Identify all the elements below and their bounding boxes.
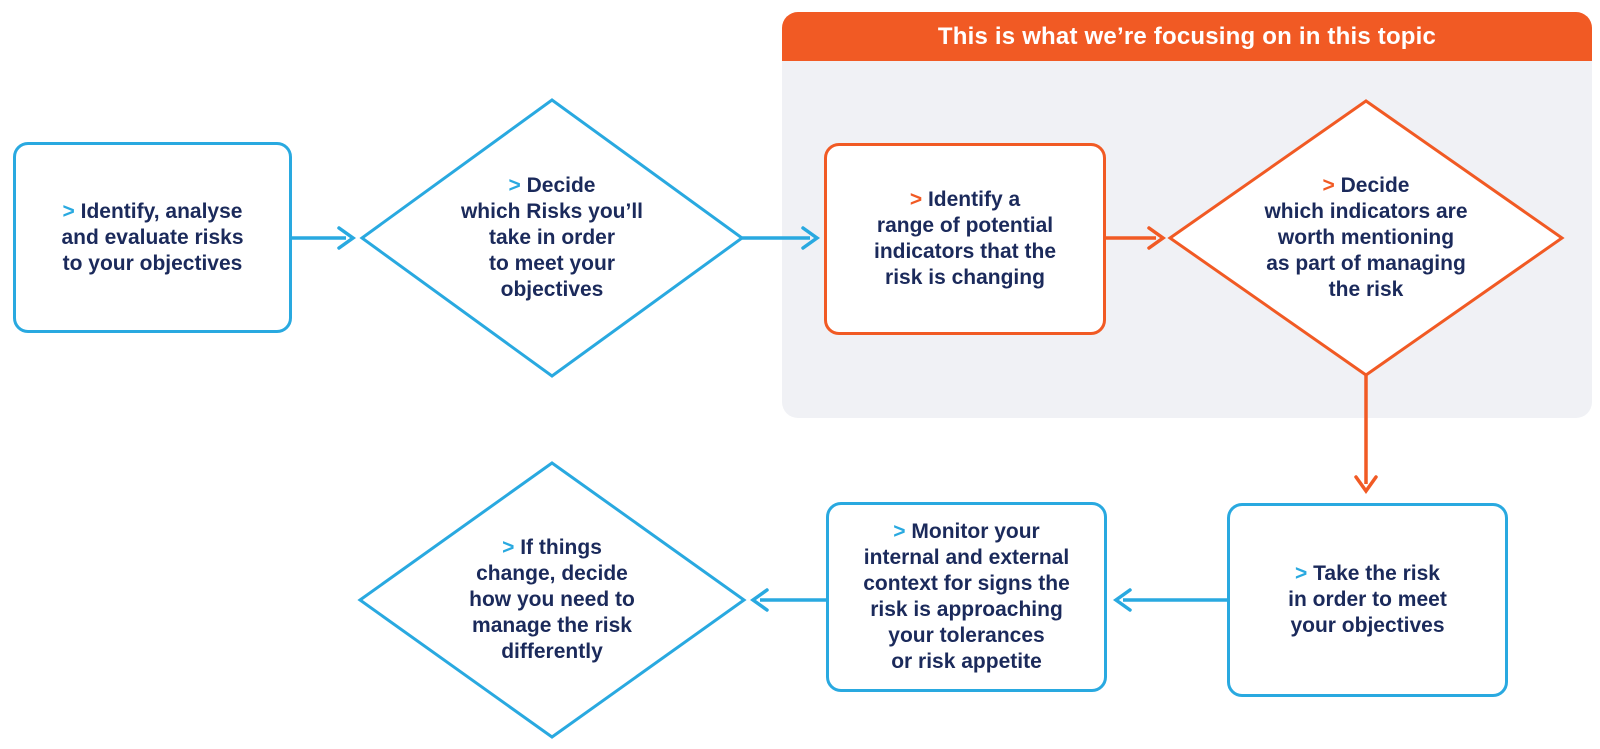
node-text-line: context for signs the bbox=[863, 572, 1070, 595]
node-identify-indicators: > Identify a range of potential indicators… bbox=[824, 143, 1106, 335]
diamond-if-things-change bbox=[357, 461, 747, 739]
chevron-prefix-icon: > bbox=[893, 520, 912, 543]
chevron-prefix-icon: > bbox=[1322, 174, 1341, 197]
focus-header-banner: This is what we’re focusing on in this t… bbox=[782, 12, 1592, 61]
node-text-line: > Take the risk bbox=[1295, 562, 1440, 585]
node-text-line: > Decide bbox=[1322, 174, 1410, 197]
node-text-line: worth mentioning bbox=[1277, 226, 1455, 249]
node-if-things-change-label: > If things change, decide how you need to… bbox=[402, 510, 702, 690]
node-take-risk: > Take the risk in order to meet your obje… bbox=[1227, 503, 1508, 697]
node-text-line: > If things bbox=[502, 536, 602, 559]
arrow-decide-to-take bbox=[1354, 375, 1378, 495]
arrow-decide-to-indicators bbox=[742, 226, 821, 250]
chevron-prefix-icon: > bbox=[508, 174, 527, 197]
node-text-line: > Decide bbox=[508, 174, 596, 197]
node-text-line: differently bbox=[501, 640, 603, 663]
focus-header-label: This is what we’re focusing on in this t… bbox=[937, 22, 1437, 50]
node-text-line: how you need to bbox=[469, 588, 635, 611]
node-text-line: to meet your bbox=[488, 252, 616, 275]
node-text-line: indicators that the bbox=[873, 240, 1057, 263]
node-text-line: your objectives bbox=[1290, 614, 1445, 637]
node-text-line: as part of managing bbox=[1266, 252, 1466, 275]
arrow-indicators-to-decide bbox=[1106, 226, 1167, 250]
node-text-line: or risk appetite bbox=[891, 650, 1042, 673]
node-decide-risks-label: > Decide which Risks you’ll take in order t… bbox=[402, 148, 702, 328]
node-decide-indicators-label: > Decide which indicators are worth mentio… bbox=[1216, 148, 1516, 328]
chevron-prefix-icon: > bbox=[502, 536, 521, 559]
node-text-line: > Identify, analyse bbox=[62, 199, 243, 223]
node-text-line: risk is changing bbox=[885, 266, 1045, 289]
node-text-line: risk is approaching bbox=[870, 598, 1063, 621]
chevron-prefix-icon: > bbox=[62, 199, 81, 223]
arrow-monitor-to-change bbox=[749, 588, 826, 612]
node-text-line: the risk bbox=[1328, 278, 1404, 301]
node-text-line: which indicators are bbox=[1264, 200, 1468, 223]
chevron-prefix-icon: > bbox=[909, 188, 928, 211]
diamond-decide-indicators bbox=[1167, 99, 1565, 377]
node-text-line: in order to meet bbox=[1288, 588, 1447, 611]
node-text-line: to your objectives bbox=[62, 251, 243, 275]
node-text-line: objectives bbox=[500, 278, 604, 301]
node-text-line: which Risks you’ll bbox=[460, 200, 644, 223]
node-text-line: your tolerances bbox=[888, 624, 1045, 647]
node-text-line: > Monitor your bbox=[893, 520, 1040, 543]
node-text-line: manage the risk bbox=[472, 614, 632, 637]
node-text-line: internal and external bbox=[863, 546, 1070, 569]
node-text-line: change, decide bbox=[476, 562, 628, 585]
arrow-identify-to-decide bbox=[292, 226, 357, 250]
node-text-line: range of potential bbox=[876, 214, 1054, 237]
node-monitor: > Monitor your internal and external conte… bbox=[826, 502, 1107, 692]
node-text-line: and evaluate risks bbox=[61, 225, 244, 249]
node-text-line: take in order bbox=[488, 226, 616, 249]
node-text-line: > Identify a bbox=[909, 188, 1021, 211]
arrow-take-to-monitor bbox=[1112, 588, 1227, 612]
chevron-prefix-icon: > bbox=[1295, 562, 1314, 585]
